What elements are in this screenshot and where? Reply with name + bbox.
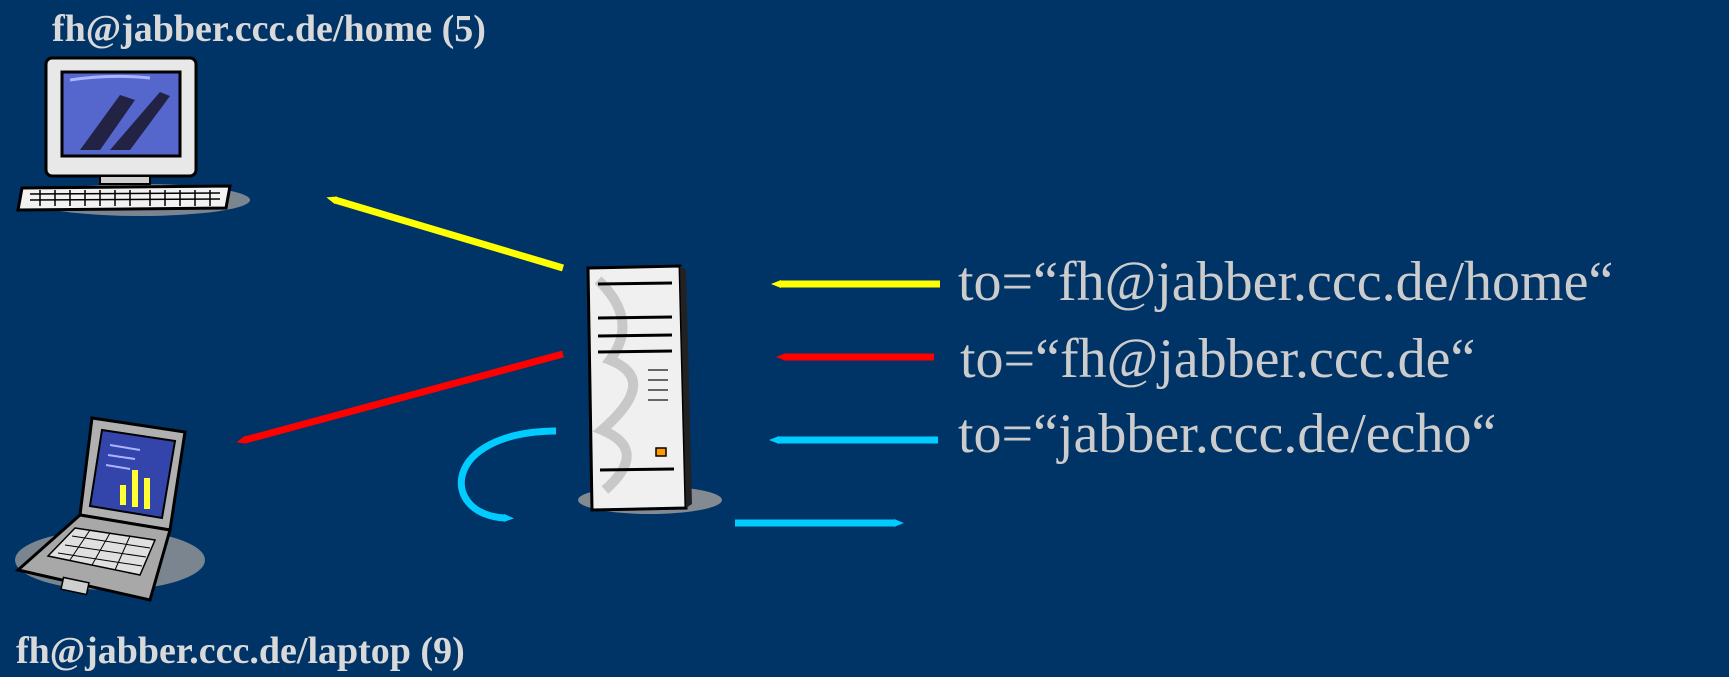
laptop-icon <box>14 416 205 602</box>
server-tower-icon <box>578 264 722 514</box>
desktop-computer-icon <box>16 56 250 216</box>
route-label-home: to=“fh@jabber.ccc.de/home“ <box>958 251 1614 313</box>
arrow-cyan-loop <box>457 427 557 522</box>
route-label-bare-jid: to=“fh@jabber.ccc.de“ <box>960 328 1476 390</box>
laptop-client-label: fh@jabber.ccc.de/laptop (9) <box>16 630 465 672</box>
arrow-red-out <box>236 350 564 444</box>
arrow-yellow-out <box>326 196 565 272</box>
route-label-echo: to=“jabber.ccc.de/echo“ <box>958 403 1497 465</box>
home-client-label: fh@jabber.ccc.de/home (5) <box>52 8 486 50</box>
